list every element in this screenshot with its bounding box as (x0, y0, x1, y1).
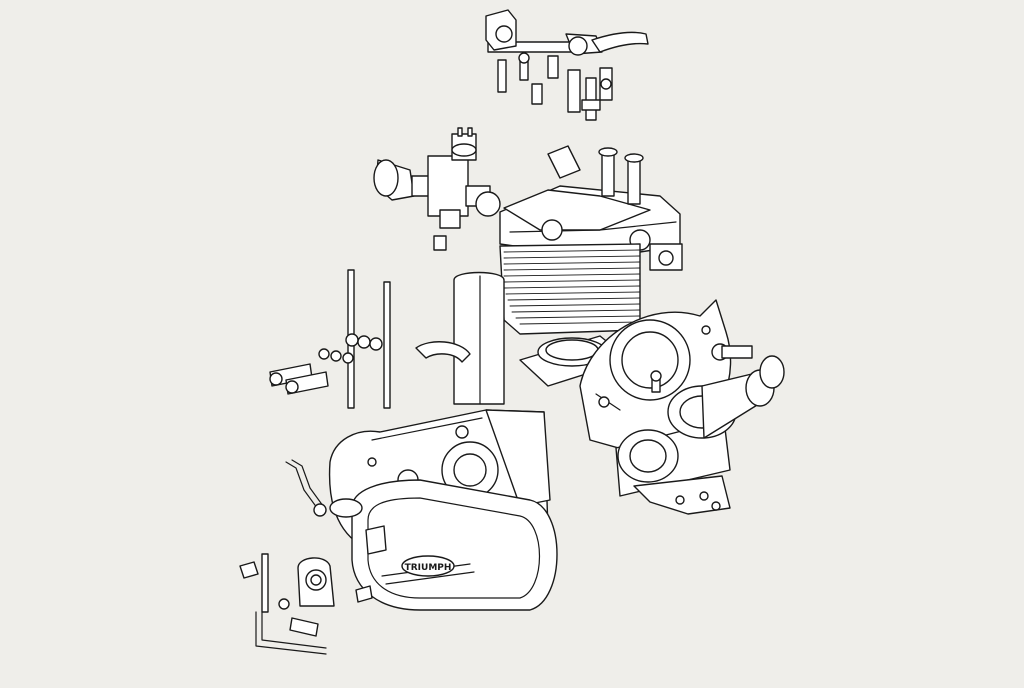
tappet-parts (269, 333, 383, 395)
pushrod-tube (453, 271, 505, 405)
primary-cover: TRIUMPH (329, 479, 558, 611)
cover-logo-text: TRIUMPH (405, 563, 452, 573)
oil-fittings (239, 553, 373, 655)
gearbox-assembly (615, 355, 785, 497)
oil-pipe (285, 459, 327, 517)
carburettor (373, 127, 501, 251)
mounting-plate (633, 475, 731, 515)
horseshoe-clip (415, 341, 471, 363)
cylinder-barrel (499, 243, 641, 335)
rocker-assembly (485, 9, 649, 121)
